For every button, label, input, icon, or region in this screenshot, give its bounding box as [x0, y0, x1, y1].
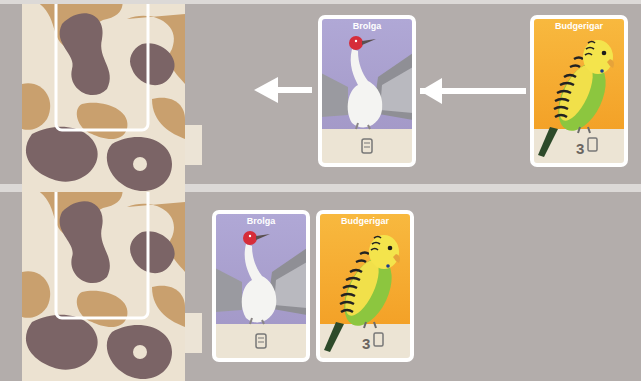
bird-card: Brolga — [318, 15, 416, 167]
card-title: Budgerigar — [534, 21, 624, 31]
card-title: Brolga — [216, 216, 306, 226]
bird-card: Brolga — [212, 210, 310, 362]
bird-feeder-tower — [22, 184, 202, 381]
egg-cost: 3 — [576, 140, 584, 157]
bird-card: Budgerigar 3 — [316, 210, 414, 362]
bird-card: Budgerigar 3 — [530, 15, 628, 167]
bird-card-art — [533, 18, 625, 164]
egg-cost: 3 — [362, 335, 370, 352]
card-title: Brolga — [322, 21, 412, 31]
bird-feeder-tower — [22, 0, 202, 193]
card-title: Budgerigar — [320, 216, 410, 226]
bird-card-art — [321, 18, 413, 164]
frame-line — [0, 0, 641, 4]
move-arrow — [420, 88, 526, 94]
move-arrow — [254, 77, 312, 103]
bird-card-art — [215, 213, 307, 359]
bird-card-art — [319, 213, 411, 359]
